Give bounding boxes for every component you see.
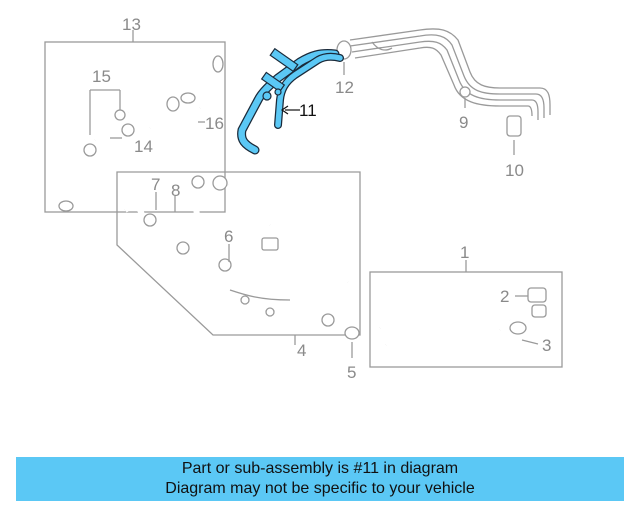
callout-4: 4 [297,341,306,360]
group-13-assembly [44,30,226,213]
callout-3: 3 [542,336,551,355]
callout-13: 13 [122,15,141,34]
callout-8: 8 [171,181,180,200]
callout-16: 16 [205,114,224,133]
part-11-heater-hose [237,47,344,155]
callout-labels: 13 15 14 16 12 9 10 11 7 8 6 4 5 1 2 3 [92,15,551,382]
callout-1: 1 [460,243,469,262]
callout-9: 9 [459,113,468,132]
callout-15: 15 [92,67,111,86]
banner-line-disclaimer: Diagram may not be specific to your vehi… [165,480,475,497]
callout-2: 2 [500,287,509,306]
group-1-assembly [344,260,563,368]
banner-line-part: Part or sub-assembly is #11 in diagram [181,460,459,477]
part-info-banner: Part or sub-assembly is #11 in diagram D… [16,457,624,501]
callout-11: 11 [299,101,317,120]
group-4-assembly [116,171,361,345]
callout-6: 6 [224,227,233,246]
callout-5: 5 [347,363,356,382]
coolant-pipes-assembly [336,28,551,155]
callout-7: 7 [151,175,160,194]
callout-10: 10 [505,161,524,180]
callout-14: 14 [134,137,153,156]
callout-12: 12 [335,78,354,97]
parts-diagram: 13 15 14 16 12 9 10 11 7 8 6 4 5 1 2 3 [44,15,563,382]
